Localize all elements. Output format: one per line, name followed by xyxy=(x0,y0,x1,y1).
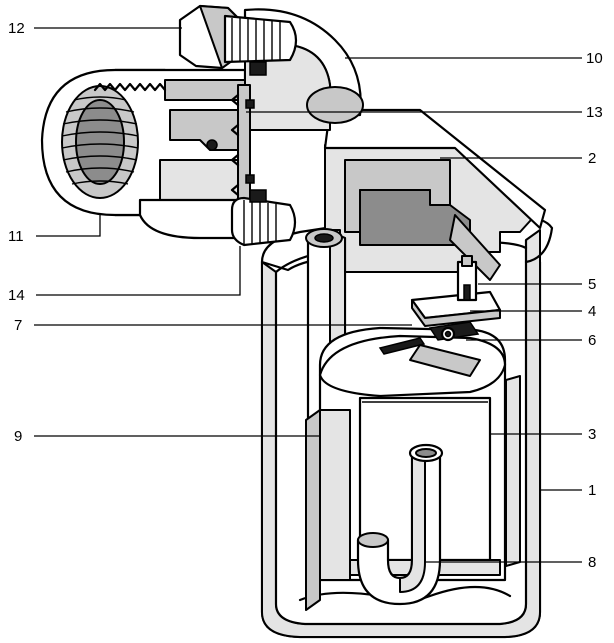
callout-8: 8 xyxy=(588,554,596,571)
u-tube xyxy=(356,443,444,606)
inverted-bucket xyxy=(305,326,507,611)
callout-4: 4 xyxy=(588,303,596,320)
leader-lines xyxy=(34,27,582,563)
callout-12: 12 xyxy=(8,20,25,37)
callout-10: 10 xyxy=(586,50,603,67)
bolt-lower xyxy=(230,189,297,247)
valve-lever xyxy=(378,255,502,377)
callout-labels: 12 10 13 2 11 14 5 4 7 6 9 3 1 8 xyxy=(8,20,603,571)
callout-13: 13 xyxy=(586,104,603,121)
callout-5: 5 xyxy=(588,276,596,293)
callout-1: 1 xyxy=(588,482,596,499)
callout-9: 9 xyxy=(14,428,22,445)
callout-14: 14 xyxy=(8,287,25,304)
bolt-upper xyxy=(178,4,298,76)
callout-2: 2 xyxy=(588,150,596,167)
callout-6: 6 xyxy=(588,332,596,349)
callout-3: 3 xyxy=(588,426,596,443)
callout-11: 11 xyxy=(8,228,24,245)
callout-7: 7 xyxy=(14,317,22,334)
inlet-connection xyxy=(40,68,262,240)
cap-bonnet xyxy=(323,108,547,281)
